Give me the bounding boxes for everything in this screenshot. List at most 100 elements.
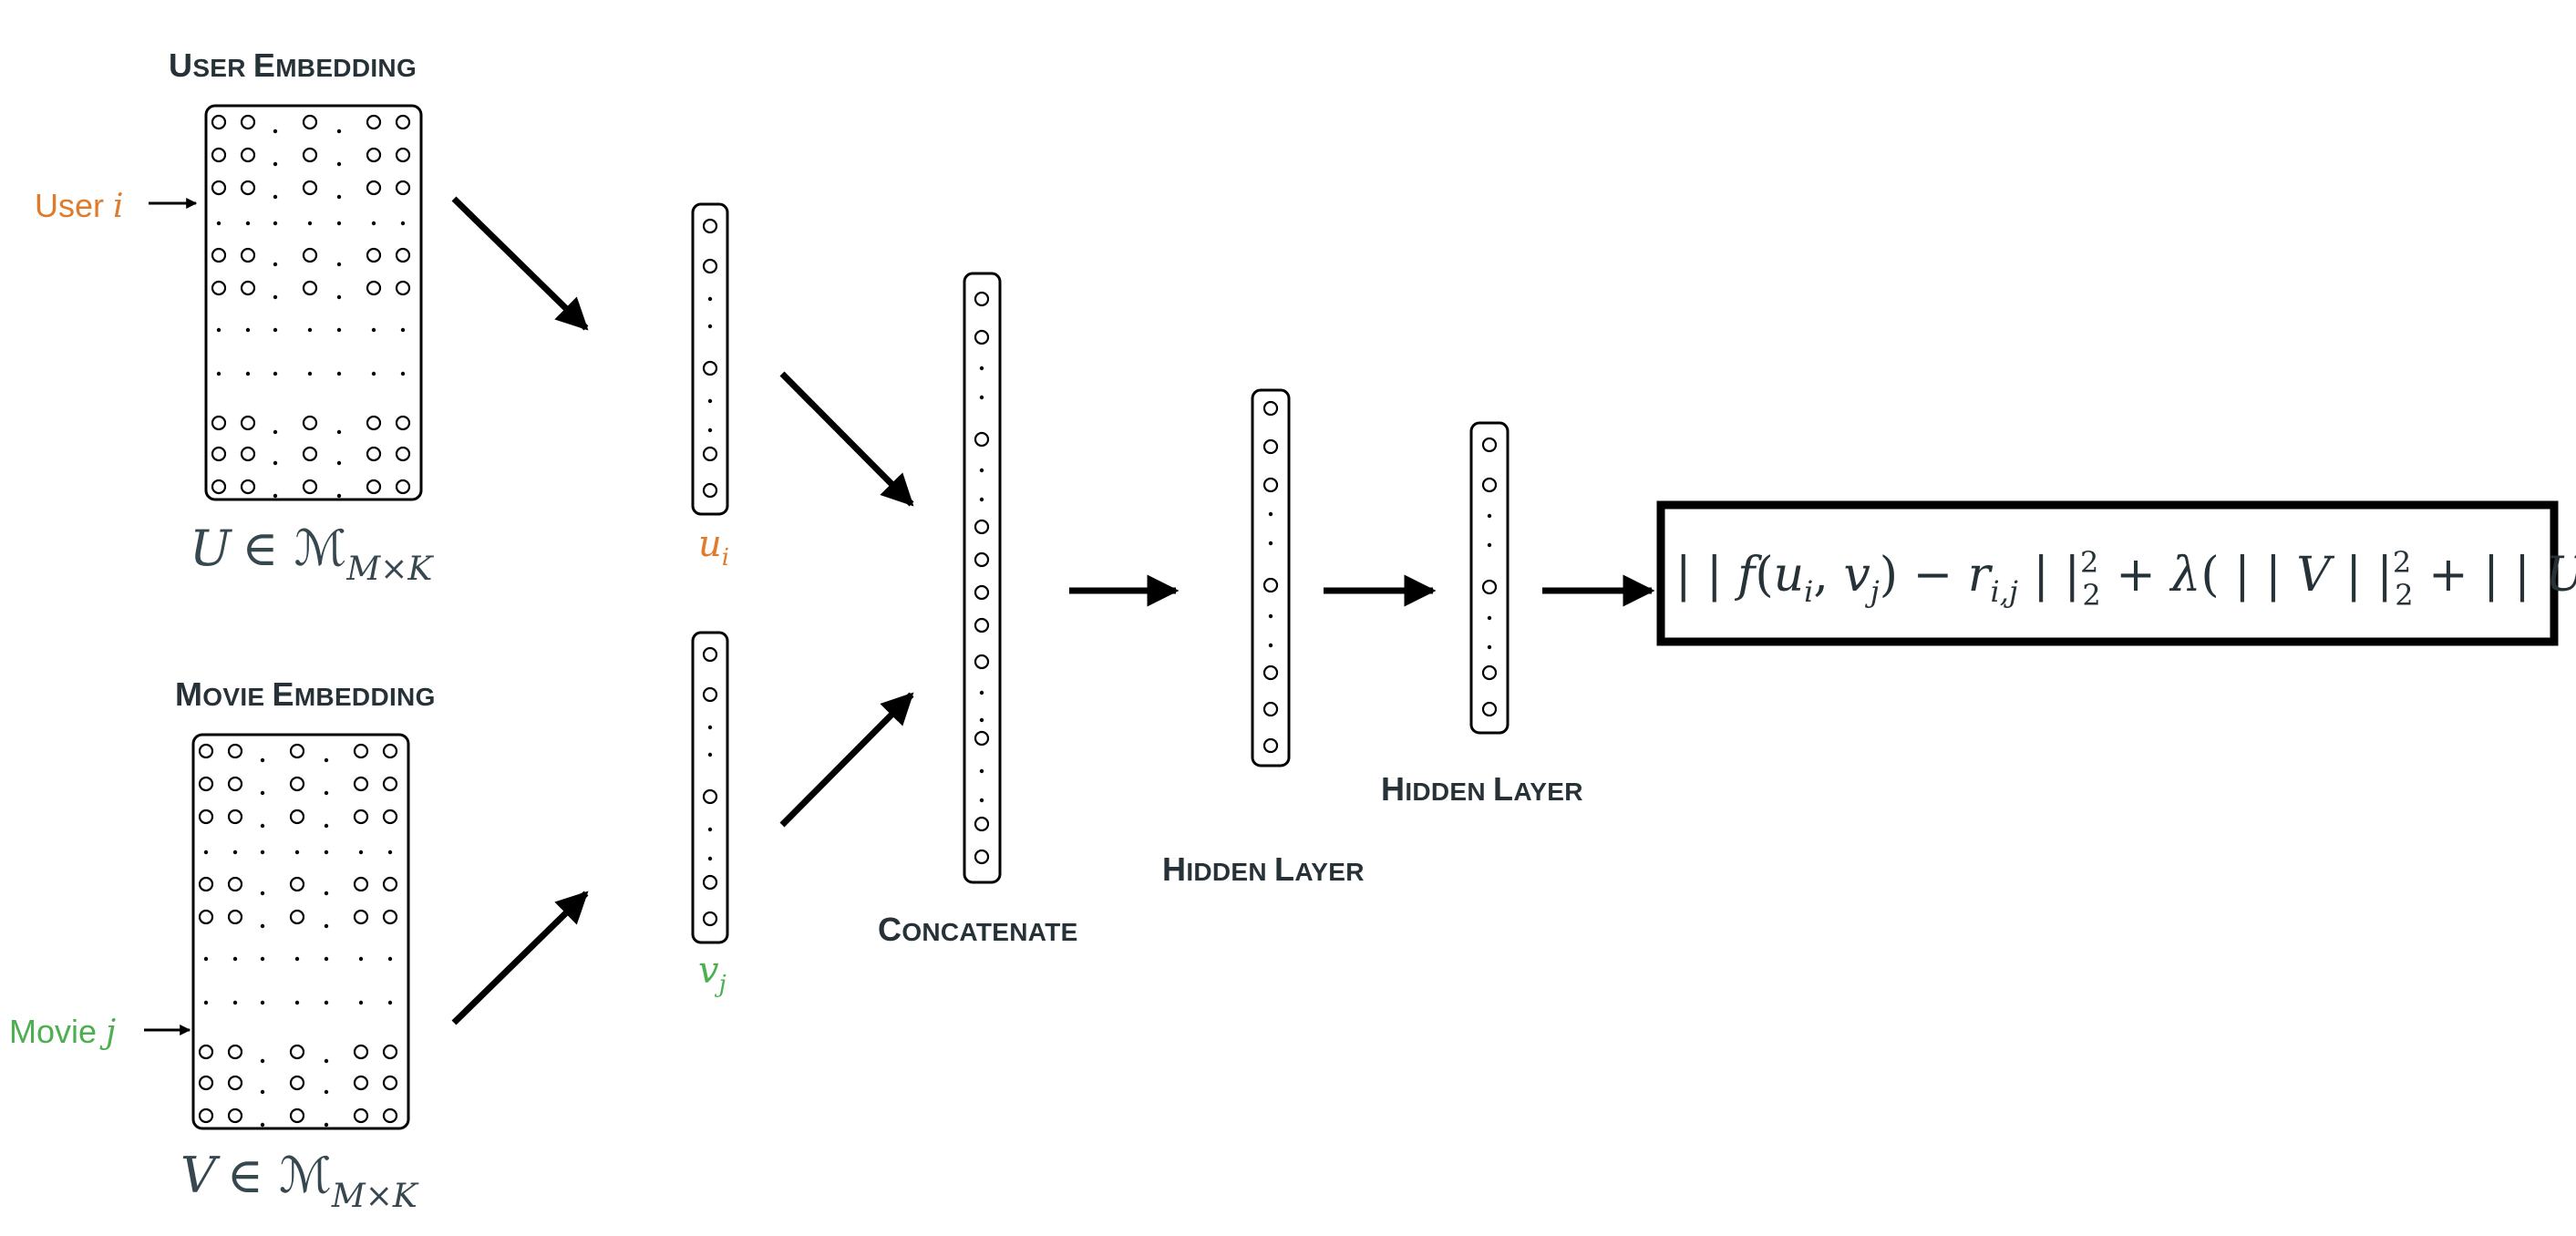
matrix-cell bbox=[198, 909, 214, 925]
matrix-cell bbox=[198, 776, 214, 792]
vector-cell bbox=[702, 911, 718, 927]
concatenate-label: CONCATENATE bbox=[878, 911, 1078, 948]
matrix-cell-dot bbox=[358, 956, 364, 962]
loss-box bbox=[1656, 500, 2559, 646]
vector-cell bbox=[974, 654, 990, 670]
matrix-cell bbox=[211, 280, 227, 296]
movie-embedding-title: MOVIE EMBEDDING bbox=[175, 675, 436, 713]
vector-cell-dot bbox=[1487, 615, 1492, 621]
vector-cell bbox=[1262, 477, 1279, 493]
matrix-cell bbox=[382, 743, 398, 759]
matrix-cell-dot bbox=[324, 823, 329, 829]
matrix-cell bbox=[289, 1107, 305, 1124]
matrix-cell bbox=[302, 415, 318, 431]
matrix-cell-dot bbox=[216, 371, 222, 376]
vector-cell-dot bbox=[1268, 511, 1273, 517]
vector-cell-dot bbox=[1268, 643, 1273, 648]
vector-cell-dot bbox=[1487, 513, 1492, 519]
matrix-cell bbox=[211, 479, 227, 495]
matrix-cell bbox=[211, 147, 227, 163]
vector-cell-dot bbox=[979, 798, 984, 803]
matrix-cell bbox=[240, 280, 256, 296]
matrix-cell-dot bbox=[203, 850, 209, 855]
hidden-layer-1-vector bbox=[1251, 388, 1291, 767]
matrix-cell-dot bbox=[400, 371, 406, 376]
matrix-cell-dot bbox=[400, 327, 406, 333]
vector-cell bbox=[974, 617, 990, 633]
matrix-cell-dot bbox=[324, 923, 329, 929]
matrix-cell bbox=[240, 446, 256, 462]
matrix-cell bbox=[395, 280, 411, 296]
matrix-cell-dot bbox=[273, 429, 278, 435]
matrix-cell-dot bbox=[203, 1000, 209, 1005]
matrix-cell-dot bbox=[336, 371, 342, 376]
vector-cell bbox=[702, 360, 718, 376]
matrix-cell-dot bbox=[358, 1000, 364, 1005]
matrix-cell bbox=[289, 876, 305, 892]
matrix-cell-dot bbox=[245, 327, 251, 333]
matrix-cell-dot bbox=[273, 194, 278, 200]
matrix-cell bbox=[289, 743, 305, 759]
user-input-label: User i bbox=[35, 187, 124, 225]
vector-cell-dot bbox=[979, 395, 984, 400]
matrix-cell bbox=[366, 147, 382, 163]
matrix-cell bbox=[211, 415, 227, 431]
matrix-cell-dot bbox=[273, 371, 278, 376]
matrix-cell-dot bbox=[336, 262, 342, 267]
vector-cell-dot bbox=[707, 725, 713, 730]
matrix-cell bbox=[366, 114, 382, 130]
vector-cell-dot bbox=[707, 827, 713, 832]
user-matrix-space-label: U∈ ℳM×K bbox=[190, 520, 434, 588]
matrix-cell-dot bbox=[260, 1000, 265, 1005]
user-vector-to-concat-arrow bbox=[779, 371, 914, 507]
matrix-cell bbox=[353, 876, 369, 892]
matrix-cell-dot bbox=[273, 294, 278, 300]
vector-cell bbox=[1481, 477, 1498, 493]
matrix-cell bbox=[227, 876, 243, 892]
matrix-cell-dot bbox=[324, 1089, 329, 1095]
matrix-cell-dot bbox=[260, 956, 265, 962]
matrix-cell bbox=[289, 1075, 305, 1091]
vector-cell bbox=[1262, 438, 1279, 455]
matrix-cell bbox=[198, 1044, 214, 1060]
matrix-cell bbox=[302, 114, 318, 130]
movie-vector-label: vj bbox=[698, 950, 726, 998]
vector-cell bbox=[702, 258, 718, 274]
matrix-cell-dot bbox=[387, 956, 393, 962]
user-embedding-title: USER EMBEDDING bbox=[169, 46, 417, 84]
matrix-cell-dot bbox=[324, 850, 329, 855]
matrix-cell bbox=[198, 743, 214, 759]
matrix-cell bbox=[395, 446, 411, 462]
hidden-layer-1-cells bbox=[1262, 400, 1279, 754]
vector-cell-dot bbox=[979, 366, 984, 371]
matrix-cell bbox=[240, 180, 256, 196]
matrix-cell-dot bbox=[371, 327, 376, 333]
matrix-cell-dot bbox=[273, 262, 278, 267]
matrix-cell-dot bbox=[260, 790, 265, 796]
matrix-cell bbox=[395, 479, 411, 495]
vector-cell-dot bbox=[707, 856, 713, 861]
vector-cell bbox=[702, 788, 718, 805]
matrix-cell bbox=[353, 1044, 369, 1060]
matrix-cell bbox=[302, 180, 318, 196]
matrix-cell-dot bbox=[336, 327, 342, 333]
matrix-cell bbox=[353, 809, 369, 825]
matrix-cell-dot bbox=[336, 429, 342, 435]
matrix-cell-dot bbox=[245, 371, 251, 376]
vector-cell bbox=[974, 329, 990, 345]
vector-cell-dot bbox=[707, 427, 713, 433]
matrix-cell-dot bbox=[216, 221, 222, 226]
matrix-cell-dot bbox=[260, 850, 265, 855]
vector-cell bbox=[974, 584, 990, 601]
vector-cell bbox=[1481, 664, 1498, 681]
matrix-cell-dot bbox=[273, 129, 278, 134]
vector-cell bbox=[702, 686, 718, 703]
matrix-cell-dot bbox=[336, 493, 342, 499]
vector-cell bbox=[974, 816, 990, 832]
vector-cell bbox=[1481, 701, 1498, 717]
matrix-cell-dot bbox=[307, 371, 313, 376]
movie-vector-to-concat-arrow bbox=[779, 692, 914, 828]
movie-embedding-cells bbox=[198, 743, 398, 1128]
matrix-cell-dot bbox=[260, 1089, 265, 1095]
